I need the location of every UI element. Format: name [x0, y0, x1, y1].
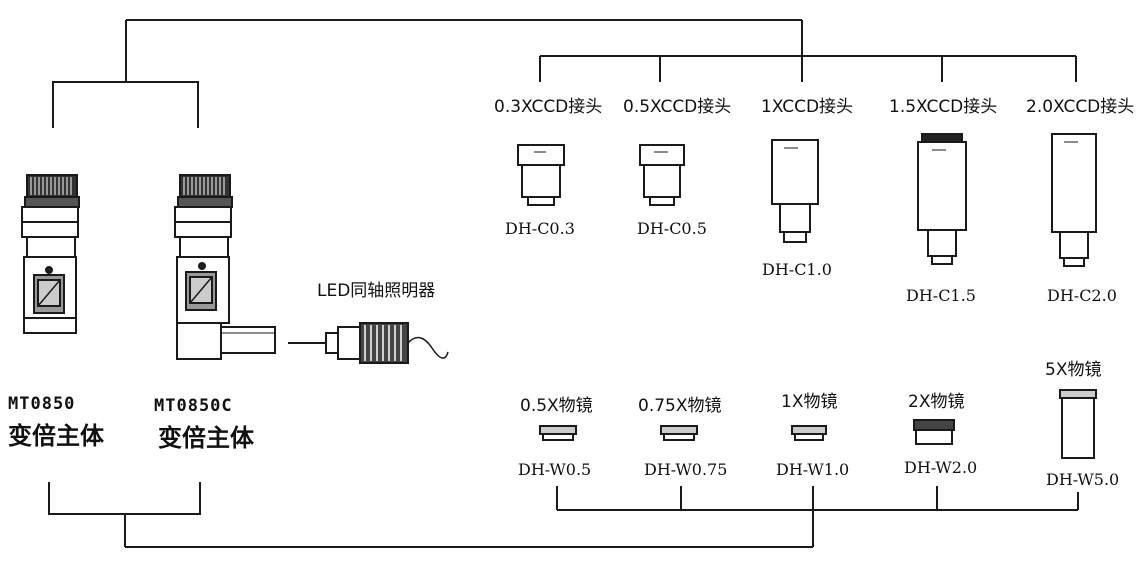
objective-0.75x-label: 0.75X物镜: [638, 396, 722, 416]
objective-0.5x-label: 0.5X物镜: [520, 396, 593, 416]
ccd-adapter-0.3x: [517, 144, 565, 206]
objective-0.5x: [539, 425, 577, 441]
body-2-name: 变倍主体: [158, 424, 254, 452]
body-1-model: MT0850: [8, 394, 76, 414]
objective-2x-code: DH-W2.0: [904, 458, 978, 477]
body-1-name: 变倍主体: [8, 422, 104, 450]
ccd-1x-label: 1XCCD接头: [761, 97, 854, 117]
ccd-2.0x-code: DH-C2.0: [1047, 286, 1117, 305]
ccd-0.5x-label: 0.5XCCD接头: [623, 97, 732, 117]
coaxial-port: [220, 326, 276, 354]
objective-0.75x-code: DH-W0.75: [644, 460, 728, 479]
ccd-1x-code: DH-C1.0: [762, 260, 832, 279]
zoom-body-mt0850c: [174, 174, 276, 360]
ccd-adapter-drawings: [517, 133, 1097, 267]
objective-drawings: [539, 389, 1097, 459]
objective-2x: [913, 419, 955, 445]
ccd-adapter-1.5x: [917, 133, 967, 265]
objective-0.75x: [660, 425, 698, 441]
objective-0.5x-code: DH-W0.5: [518, 460, 592, 479]
ccd-adapter-2.0x: [1051, 133, 1097, 267]
objective-5x: [1059, 389, 1097, 459]
ccd-1.5x-label: 1.5XCCD接头: [889, 97, 998, 117]
ccd-adapter-0.5x: [639, 144, 685, 206]
objective-1x-code: DH-W1.0: [776, 460, 850, 479]
connector-lines: [48, 19, 1079, 548]
bottom-bodies-bracket: [48, 482, 201, 515]
ccd-adapter-1x: [771, 139, 819, 243]
objective-5x-code: DH-W5.0: [1046, 470, 1120, 489]
zoom-body-mt0850: [21, 174, 80, 334]
ccd-2.0x-label: 2.0XCCD接头: [1026, 97, 1135, 117]
objective-1x-label: 1X物镜: [781, 392, 838, 412]
body-2-model: MT0850C: [154, 396, 233, 416]
ccd-0.3x-label: 0.3XCCD接头: [494, 97, 603, 117]
led-illuminator: [325, 322, 449, 364]
ccd-0.5x-code: DH-C0.5: [637, 219, 707, 238]
objective-5x-label: 5X物镜: [1045, 360, 1102, 380]
illuminator-label: LED同轴照明器: [317, 281, 436, 301]
objective-2x-label: 2X物镜: [908, 392, 965, 412]
top-bodies-bracket: [52, 81, 199, 128]
ccd-0.3x-code: DH-C0.3: [505, 219, 575, 238]
ccd-1.5x-code: DH-C1.5: [906, 286, 976, 305]
objective-1x: [791, 425, 827, 441]
